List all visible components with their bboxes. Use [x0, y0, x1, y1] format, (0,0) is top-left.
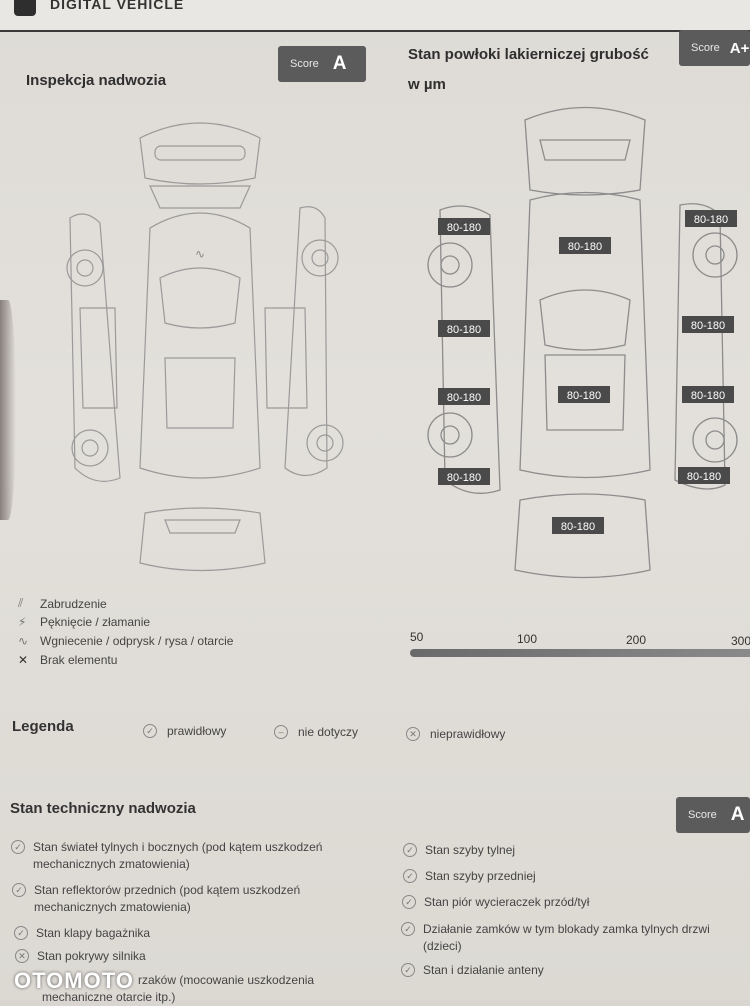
damage-legend-dent: ∿ Wgniecenie / odprysk / rysa / otarcie — [18, 634, 234, 648]
dirt-icon: ⫽ — [18, 596, 24, 610]
legend-ok: ✓ prawidłowy — [143, 724, 226, 738]
scale-label-100: 100 — [517, 632, 538, 646]
otomoto-watermark: OTOMOTO — [14, 968, 134, 993]
car-damage-diagram: ∿ — [66, 122, 344, 572]
paint-reading-text: 80-180 — [447, 222, 481, 234]
paint-reading-left-rear-door — [438, 388, 490, 405]
paint-reading-text: 80-180 — [687, 471, 721, 483]
bad-icon: ✕ — [406, 727, 420, 741]
paint-reading-hood — [559, 237, 611, 254]
paint-reading-text: 80-180 — [447, 392, 481, 404]
paint-reading-text: 80-180 — [447, 324, 481, 336]
legend-bad: ✕ nieprawidłowy — [406, 727, 505, 741]
score-label: Score — [688, 809, 717, 821]
ok-icon: ✓ — [12, 883, 26, 897]
check-item: ✕ Stan pokrywy silnika — [15, 948, 367, 965]
check-item: ✓ Stan szyby przedniej — [403, 868, 735, 885]
na-icon: – — [274, 725, 288, 739]
paint-reading-right-front-fender — [685, 210, 737, 227]
legend-na: – nie dotyczy — [274, 725, 358, 739]
paint-reading-left-front-door — [438, 320, 490, 337]
paint-reading-right-front-door — [682, 316, 734, 333]
damage-legend-missing: ✕ Brak elementu — [18, 653, 118, 667]
dent-mark-icon: ∿ — [195, 247, 205, 261]
ok-icon: ✓ — [11, 840, 25, 854]
check-item: ✓ Stan reflektorów przednich (pod kątem … — [12, 882, 364, 916]
ok-icon: ✓ — [403, 843, 417, 857]
paint-reading-text: 80-180 — [691, 390, 725, 402]
check-item: ✓ Stan świateł tylnych i bocznych (pod k… — [11, 839, 363, 873]
document-icon — [14, 0, 36, 16]
paint-thickness-diagram: 80-180 80-180 80-180 80-180 80-180 80-18… — [427, 106, 738, 579]
check-item: ✓ Stan piór wycieraczek przód/tył — [402, 894, 734, 911]
paint-title: Stan powłoki lakierniczej grubość w µm — [408, 46, 649, 93]
check-item: ✓ Stan i działanie anteny — [401, 962, 733, 979]
body-inspection-title: Inspekcja nadwozia — [26, 72, 167, 89]
paint-reading-text: 80-180 — [694, 214, 728, 226]
ok-icon: ✓ — [401, 922, 415, 936]
missing-icon: ✕ — [18, 653, 29, 667]
legend-title: Legenda — [12, 718, 74, 735]
finger-shadow — [0, 300, 16, 520]
paint-reading-right-rear-fender — [678, 467, 730, 484]
scale-label-200: 200 — [626, 633, 647, 647]
score-label: Score — [290, 58, 319, 70]
crack-icon: ⚡ — [18, 615, 27, 629]
technical-title: Stan techniczny nadwozia — [10, 800, 196, 817]
ok-icon: ✓ — [402, 895, 416, 909]
ok-icon: ✓ — [143, 724, 157, 738]
paint-reading-left-front-fender — [438, 218, 490, 235]
scale-label-50: 50 — [410, 630, 424, 644]
paint-reading-text: 80-180 — [561, 521, 595, 533]
ok-icon: ✓ — [14, 926, 28, 940]
check-item: ✓ Stan szyby tylnej — [403, 842, 735, 859]
ok-icon: ✓ — [403, 869, 417, 883]
paint-score: Score A+ — [679, 30, 750, 66]
score-label: Score — [691, 42, 720, 54]
check-item: ✓ Stan klapy bagażnika — [14, 925, 366, 942]
damage-legend-dirt: ⫽ Zabrudzenie — [18, 596, 107, 611]
paint-reading-trunk — [552, 517, 604, 534]
scale-label-300: 300 — [731, 634, 750, 648]
thickness-scale-bar — [410, 649, 750, 657]
check-item: ✓ Działanie zamków w tym blokady zamka t… — [401, 921, 743, 955]
header-title: DIGITAL VEHICLE — [50, 0, 185, 12]
score-value: A — [730, 804, 745, 825]
bad-icon: ✕ — [15, 949, 29, 963]
paint-reading-left-rear-fender — [438, 468, 490, 485]
paint-reading-labels: 80-180 80-180 80-180 80-180 80-180 80-18… — [438, 210, 737, 534]
body-inspection-score: Score A — [278, 46, 366, 82]
ok-icon: ✓ — [401, 963, 415, 977]
paint-reading-roof — [558, 386, 610, 403]
header-bar: DIGITAL VEHICLE — [0, 0, 750, 32]
paint-reading-text: 80-180 — [568, 241, 602, 253]
damage-legend-crack: ⚡ Pęknięcie / złamanie — [18, 615, 151, 629]
technical-score: Score A — [676, 797, 750, 833]
paint-reading-text: 80-180 — [567, 390, 601, 402]
paint-reading-right-rear-door — [682, 386, 734, 403]
score-value: A+ — [729, 39, 750, 57]
dent-icon: ∿ — [18, 634, 29, 648]
paint-reading-text: 80-180 — [447, 472, 481, 484]
score-value: A — [332, 53, 347, 74]
paint-reading-text: 80-180 — [691, 320, 725, 332]
